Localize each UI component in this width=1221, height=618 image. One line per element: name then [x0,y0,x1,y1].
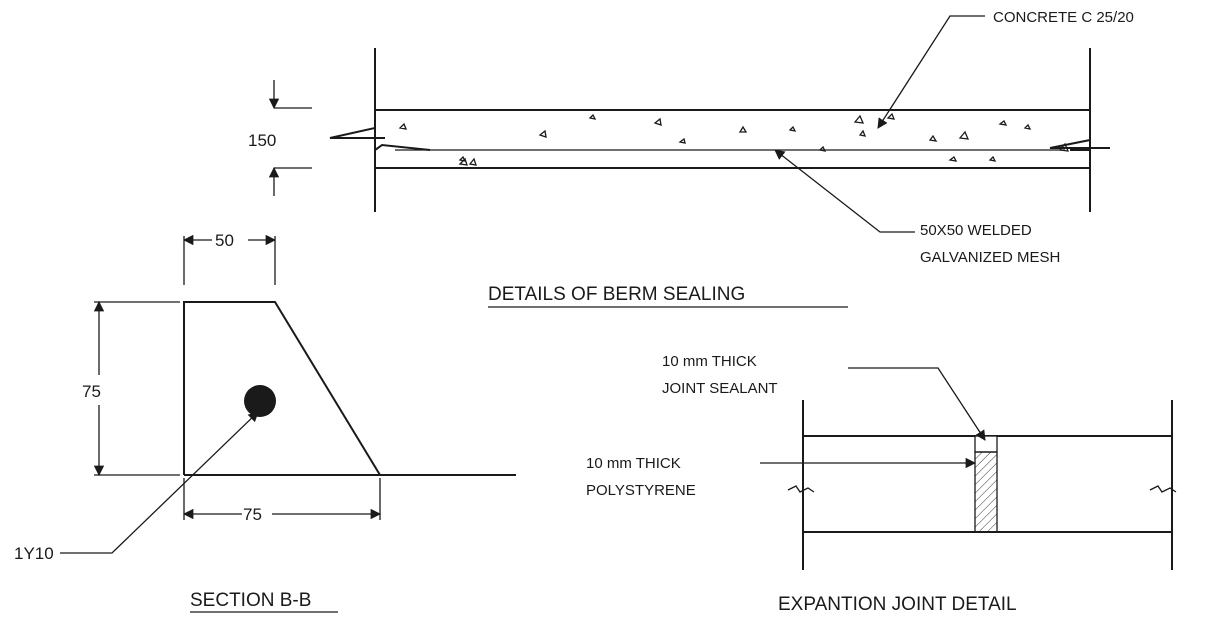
bar-label: 1Y10 [14,544,54,563]
berm-right-break-lower [1070,149,1091,168]
section-dim-bottom: 75 [243,505,262,524]
joint-polystyrene [974,451,998,533]
sealant-leader [848,367,986,441]
joint-left-break [787,485,815,493]
expansion-joint-detail: 10 mm THICK JOINT SEALANT 10 mm THICK PO… [586,353,1177,615]
section-dim-height: 75 [82,382,101,401]
berm-dim-thickness: 150 [248,131,276,150]
mesh-leader [774,149,915,233]
berm-left-break [329,110,385,139]
sealant-label-line2: JOINT SEALANT [662,380,778,397]
joint-sealant [974,435,998,453]
berm-left-break-lower [374,143,431,168]
section-title: SECTION B-B [190,590,311,611]
joint-right-break [1149,485,1177,493]
polystyrene-label-line1: 10 mm THICK [586,455,681,472]
polystyrene-label-line2: POLYSTYRENE [586,482,696,499]
sealant-label-line1: 10 mm THICK [662,353,757,370]
joint-title: EXPANTION JOINT DETAIL [778,594,1017,615]
mesh-label-line1: 50X50 WELDED [920,222,1032,239]
mesh-label-line2: GALVANIZED MESH [920,249,1060,266]
section-dim-top: 50 [215,231,234,250]
bar-leader [60,411,259,554]
section-b-b: 50 75 75 1Y10 SECTION B-B [14,231,516,613]
berm-sealing-detail: 150 CONCRETE C 25/20 50X50 WELDED GALVAN… [248,9,1134,308]
rebar-icon [244,385,276,417]
berm-right-break [1049,110,1110,149]
concrete-leader [877,15,985,129]
kerb-outline [183,301,381,476]
concrete-label: CONCRETE C 25/20 [993,9,1134,26]
concrete-aggregate [398,112,1070,166]
berm-title: DETAILS OF BERM SEALING [488,284,745,305]
